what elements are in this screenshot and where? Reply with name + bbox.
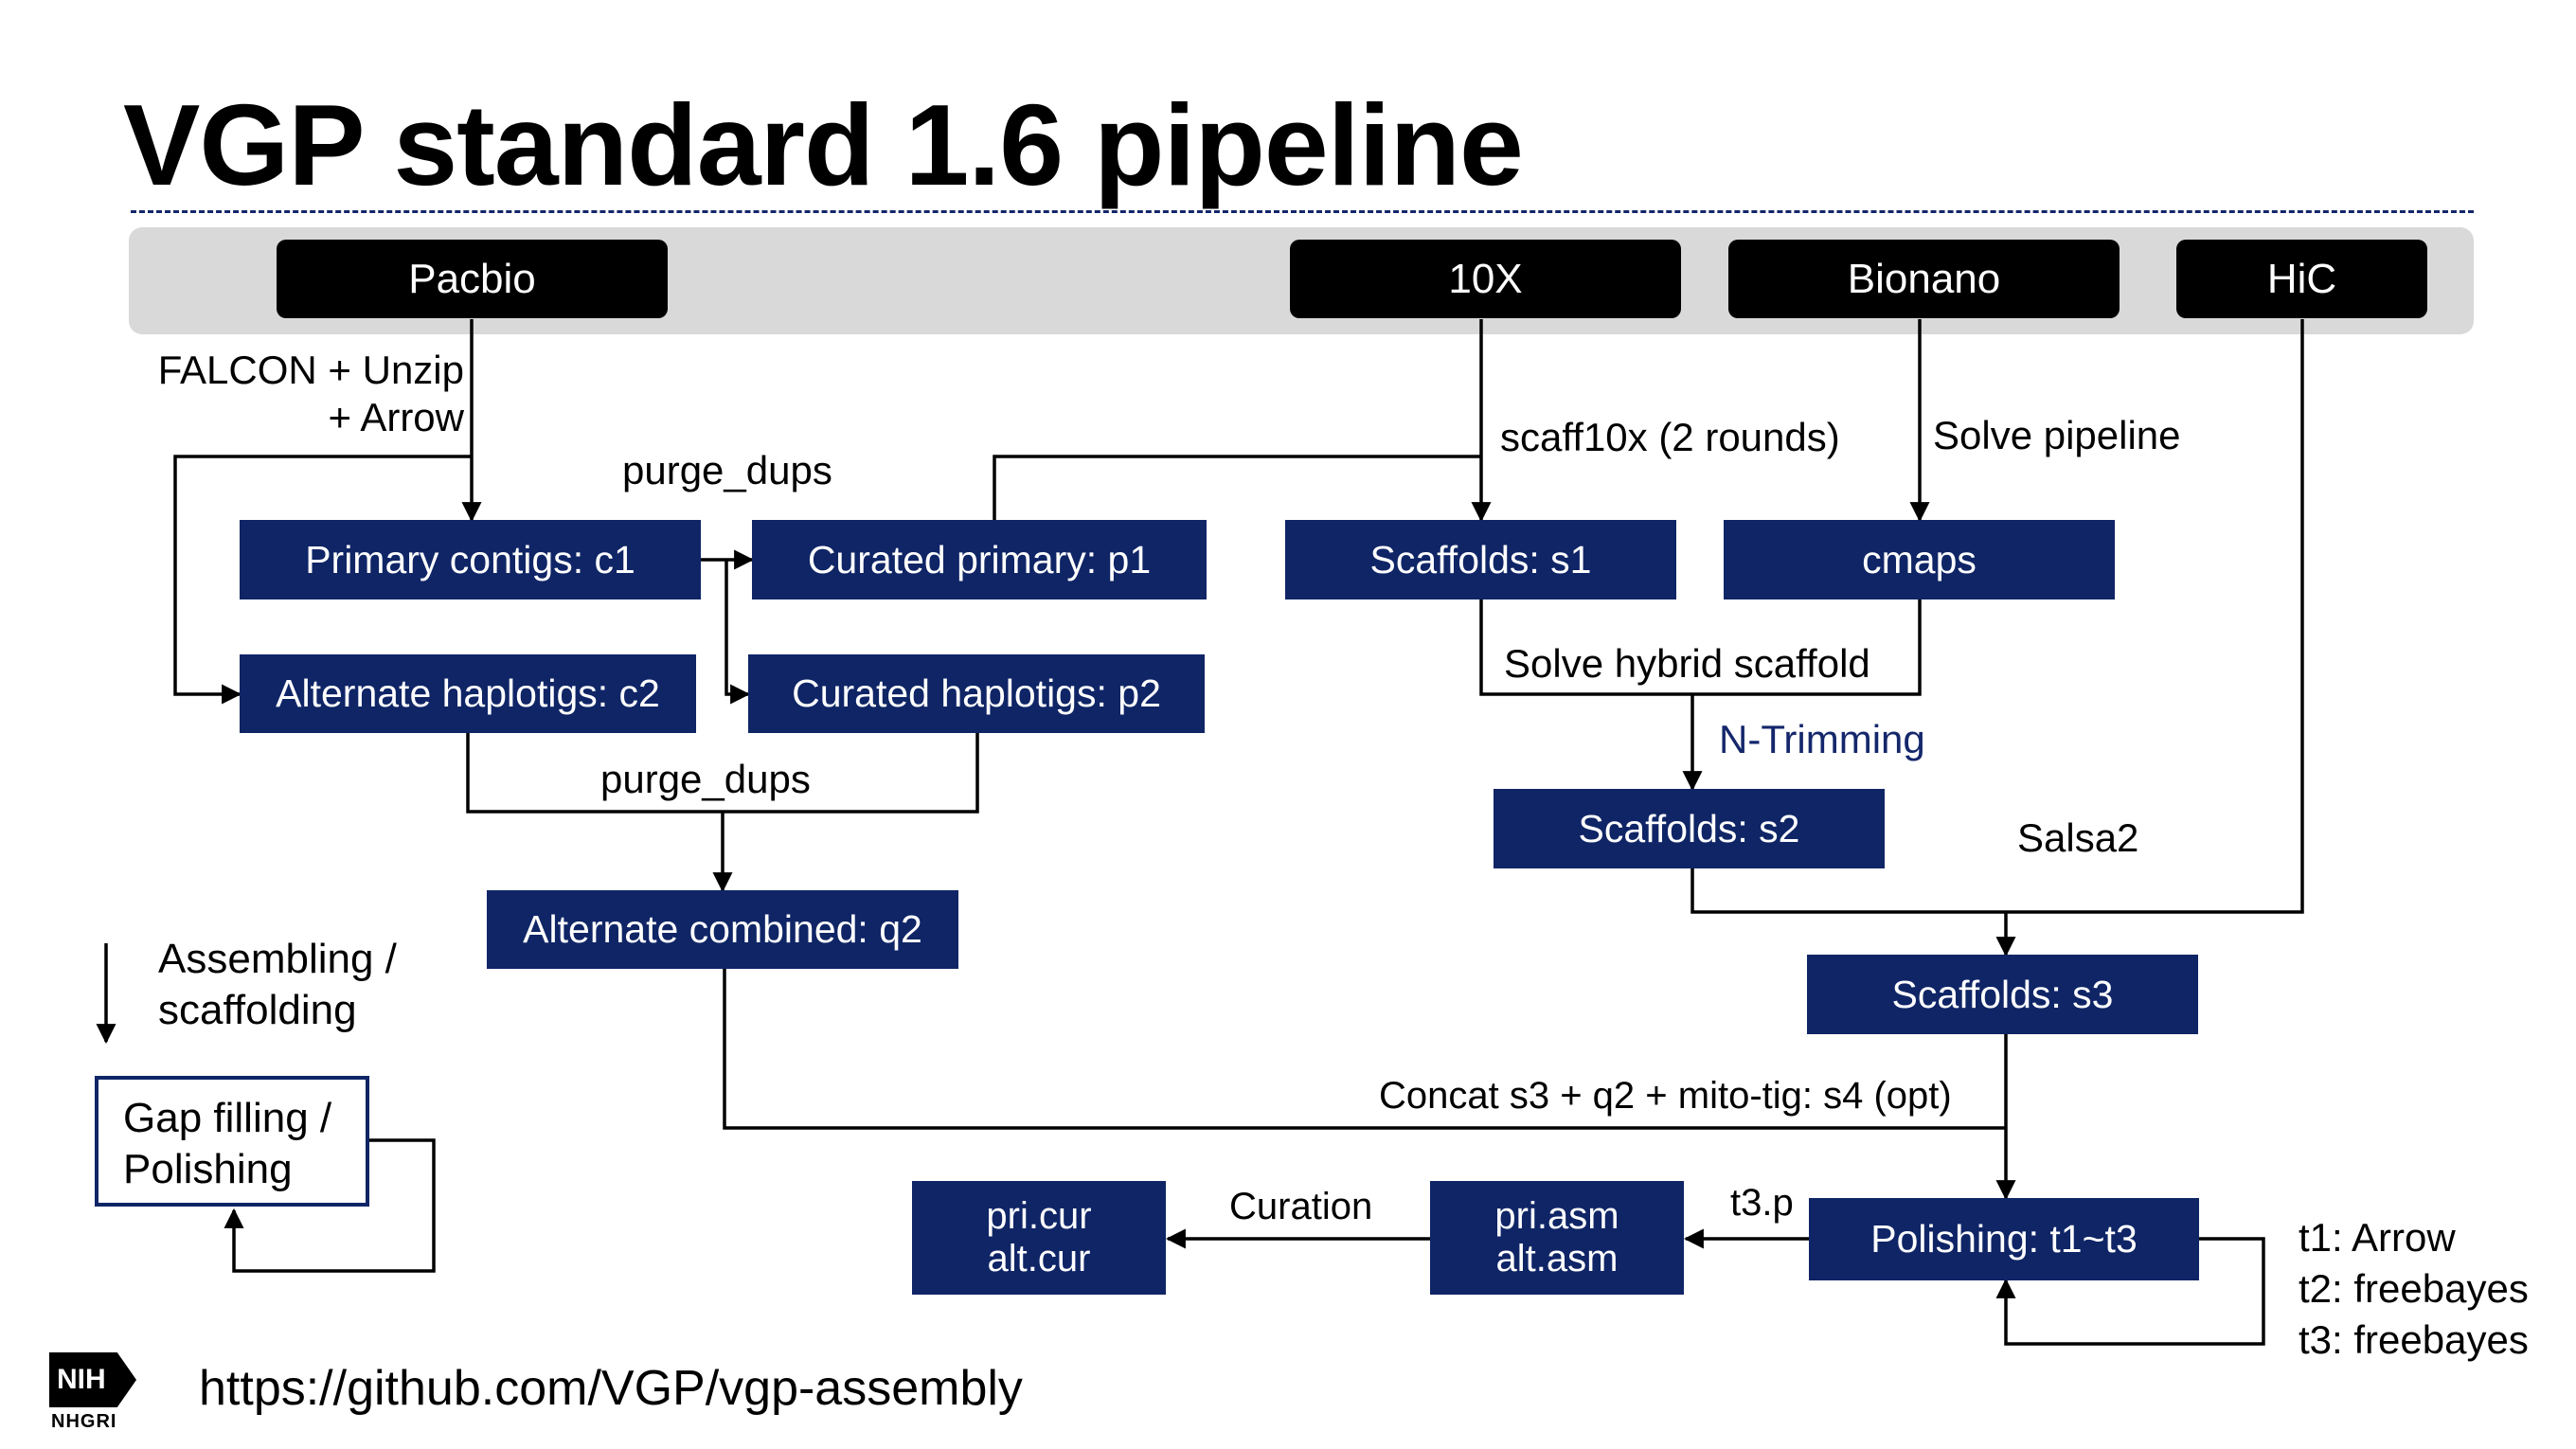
source-hic: HiC [2176,240,2427,318]
node-assembly-output: pri.asm alt.asm [1430,1181,1684,1295]
node-curated-output: pri.cur alt.cur [912,1181,1166,1295]
line-p1-to-scaff10x [993,455,1481,520]
node-scaffolds-s2: Scaffolds: s2 [1494,789,1885,868]
label-t3p: t3.p [1730,1182,1794,1224]
legend-gap-line1: Gap filling / [123,1095,332,1141]
node-cur-primary: pri.cur [986,1195,1092,1238]
label-n-trimming: N-Trimming [1719,717,1925,761]
label-curation: Curation [1229,1186,1373,1227]
label-t1: t1: Arrow [2299,1215,2456,1260]
label-scaff10x: scaff10x (2 rounds) [1500,415,1840,459]
source-bionano: Bionano [1728,240,2120,318]
title-divider [131,210,2474,213]
node-curated-primary-p1: Curated primary: p1 [752,520,1207,599]
label-falcon-line2: + Arrow [328,395,464,440]
label-solve-hybrid-scaffold: Solve hybrid scaffold [1504,641,1870,686]
label-falcon: FALCON + Unzip + Arrow [114,347,464,442]
legend-assembling-text: Assembling / scaffolding [158,934,397,1035]
nih-logo: NIH [49,1352,136,1407]
arrow-c1-to-p2 [724,560,751,705]
node-scaffolds-s3: Scaffolds: s3 [1807,955,2198,1034]
node-scaffolds-s1: Scaffolds: s1 [1285,520,1676,599]
node-alternate-combined-q2: Alternate combined: q2 [487,890,958,969]
source-10x: 10X [1290,240,1681,318]
arrow-to-c2 [173,455,472,705]
node-asm-alternate: alt.asm [1495,1238,1619,1279]
nhgri-logo-text: NHGRI [51,1411,117,1432]
label-concat: Concat s3 + q2 + mito-tig: s4 (opt) [1379,1075,1952,1117]
legend-assembling-line2: scaffolding [158,986,357,1033]
label-purge-dups-bottom: purge_dups [600,757,811,801]
node-primary-contigs-c1: Primary contigs: c1 [240,520,701,599]
source-pacbio: Pacbio [277,240,668,318]
label-purge-dups-top: purge_dups [622,448,832,492]
node-polishing: Polishing: t1~t3 [1809,1198,2199,1280]
line-salsa2 [1690,319,2304,914]
label-polishing-tools: t1: Arrow t2: freebayes t3: freebayes [2299,1212,2529,1365]
label-t2: t2: freebayes [2299,1265,2529,1311]
legend-polishing-loop [224,1138,436,1273]
legend-gap-line2: Polishing [123,1145,293,1192]
label-salsa2: Salsa2 [2017,815,2139,860]
line-concat [723,969,2006,1130]
label-falcon-line1: FALCON + Unzip [157,348,464,392]
label-t3: t3: freebayes [2299,1316,2529,1362]
arrow-polishing-loop [1995,1237,2265,1346]
repository-url[interactable]: https://github.com/VGP/vgp-assembly [199,1361,1023,1416]
node-cur-alternate: alt.cur [987,1238,1091,1279]
node-alternate-haplotigs-c2: Alternate haplotigs: c2 [240,654,696,733]
legend-assembling-line1: Assembling / [158,936,397,982]
label-solve-pipeline: Solve pipeline [1933,413,2181,457]
node-asm-primary: pri.asm [1494,1195,1619,1238]
page-title: VGP standard 1.6 pipeline [123,80,1524,209]
node-curated-haplotigs-p2: Curated haplotigs: p2 [748,654,1205,733]
node-cmaps: cmaps [1724,520,2115,599]
legend-gap-filling-box: Gap filling / Polishing [95,1076,369,1207]
line-hybrid-scaffold [1479,599,1922,696]
